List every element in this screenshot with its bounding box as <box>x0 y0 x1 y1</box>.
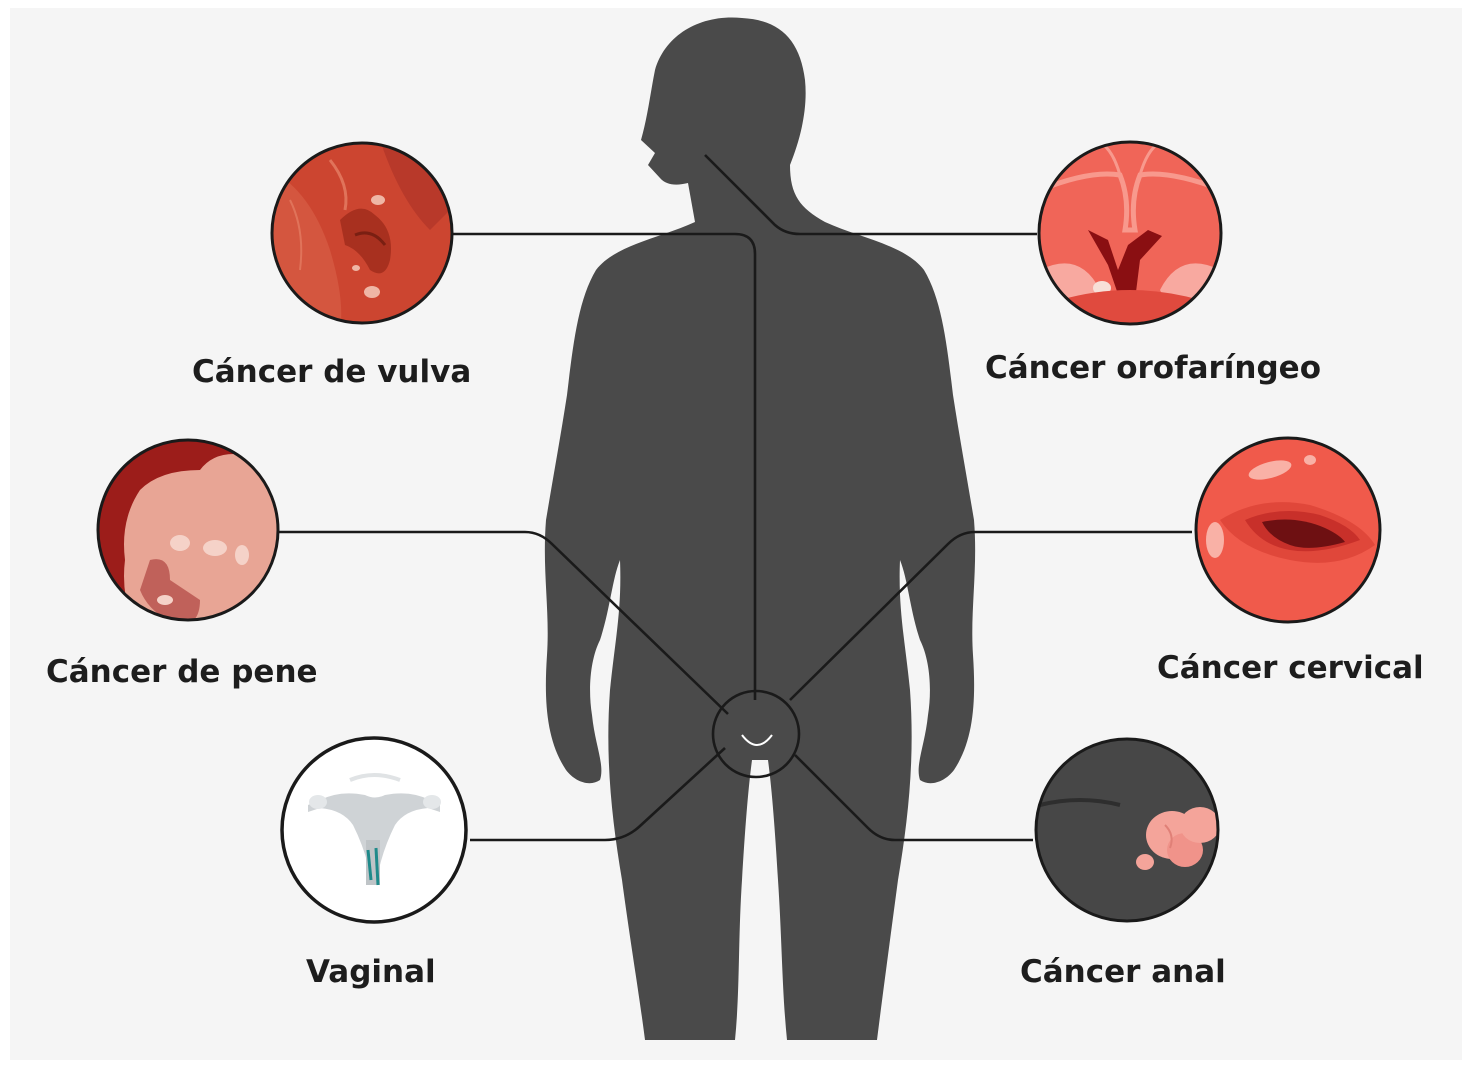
uterus-vagina-icon <box>282 738 466 922</box>
label-cancer-vulva: Cáncer de vulva <box>192 357 471 388</box>
label-vaginal: Vaginal <box>306 957 436 988</box>
anal-lesion-icon <box>1036 739 1220 921</box>
cervix-icon <box>1196 438 1380 622</box>
human-silhouette <box>545 18 975 1040</box>
label-cancer-anal: Cáncer anal <box>1020 957 1226 988</box>
label-cancer-orofaringeo: Cáncer orofaríngeo <box>985 353 1321 384</box>
label-cancer-pene: Cáncer de pene <box>46 657 318 688</box>
throat-icon <box>1039 140 1222 330</box>
vulva-lesion-icon <box>270 140 460 330</box>
penile-lesion-icon <box>95 440 278 640</box>
label-cancer-cervical: Cáncer cervical <box>1157 653 1424 684</box>
